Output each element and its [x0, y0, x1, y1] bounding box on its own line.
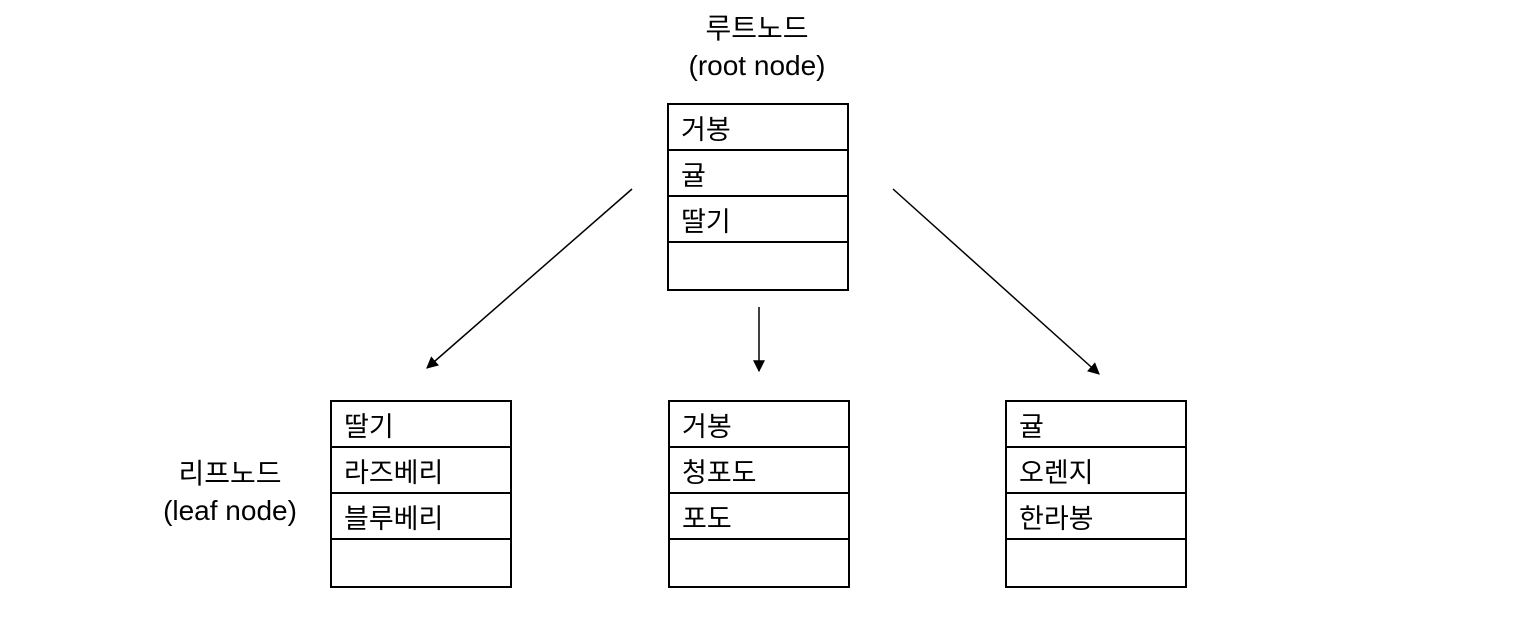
leaf-right-row-3 [1007, 540, 1185, 586]
leaf-node-label: 리프노드 (leaf node) [105, 455, 355, 529]
leaf-label-korean: 리프노드 [178, 458, 282, 489]
leaf-label-english: (leaf node) [163, 495, 297, 526]
root-label-english: (root node) [688, 50, 826, 81]
leaf-left-row-0: 딸기 [332, 402, 510, 448]
leaf-mid-row-1: 청포도 [670, 448, 848, 494]
leaf-node-box-left: 딸기 라즈베리 블루베리 [330, 400, 512, 588]
leaf-left-row-2: 블루베리 [332, 494, 510, 540]
leaf-mid-row-2: 포도 [670, 494, 848, 540]
arrow-root-to-right-leaf [892, 188, 1100, 375]
leaf-right-row-2: 한라봉 [1007, 494, 1185, 540]
leaf-node-box-right: 귤 오렌지 한라봉 [1005, 400, 1187, 588]
root-node-label: 루트노드 (root node) [617, 10, 897, 84]
root-node-box: 거봉 귤 딸기 [667, 103, 849, 291]
leaf-right-row-1: 오렌지 [1007, 448, 1185, 494]
root-label-korean: 루트노드 [705, 13, 809, 44]
root-node-row-0: 거봉 [669, 105, 847, 151]
root-node-row-1: 귤 [669, 151, 847, 197]
leaf-left-row-3 [332, 540, 510, 586]
root-node-row-3 [669, 243, 847, 289]
arrow-root-to-left-leaf [426, 188, 633, 369]
leaf-mid-row-3 [670, 540, 848, 586]
root-node-row-2: 딸기 [669, 197, 847, 243]
leaf-node-box-middle: 거봉 청포도 포도 [668, 400, 850, 588]
leaf-mid-row-0: 거봉 [670, 402, 848, 448]
leaf-left-row-1: 라즈베리 [332, 448, 510, 494]
leaf-right-row-0: 귤 [1007, 402, 1185, 448]
